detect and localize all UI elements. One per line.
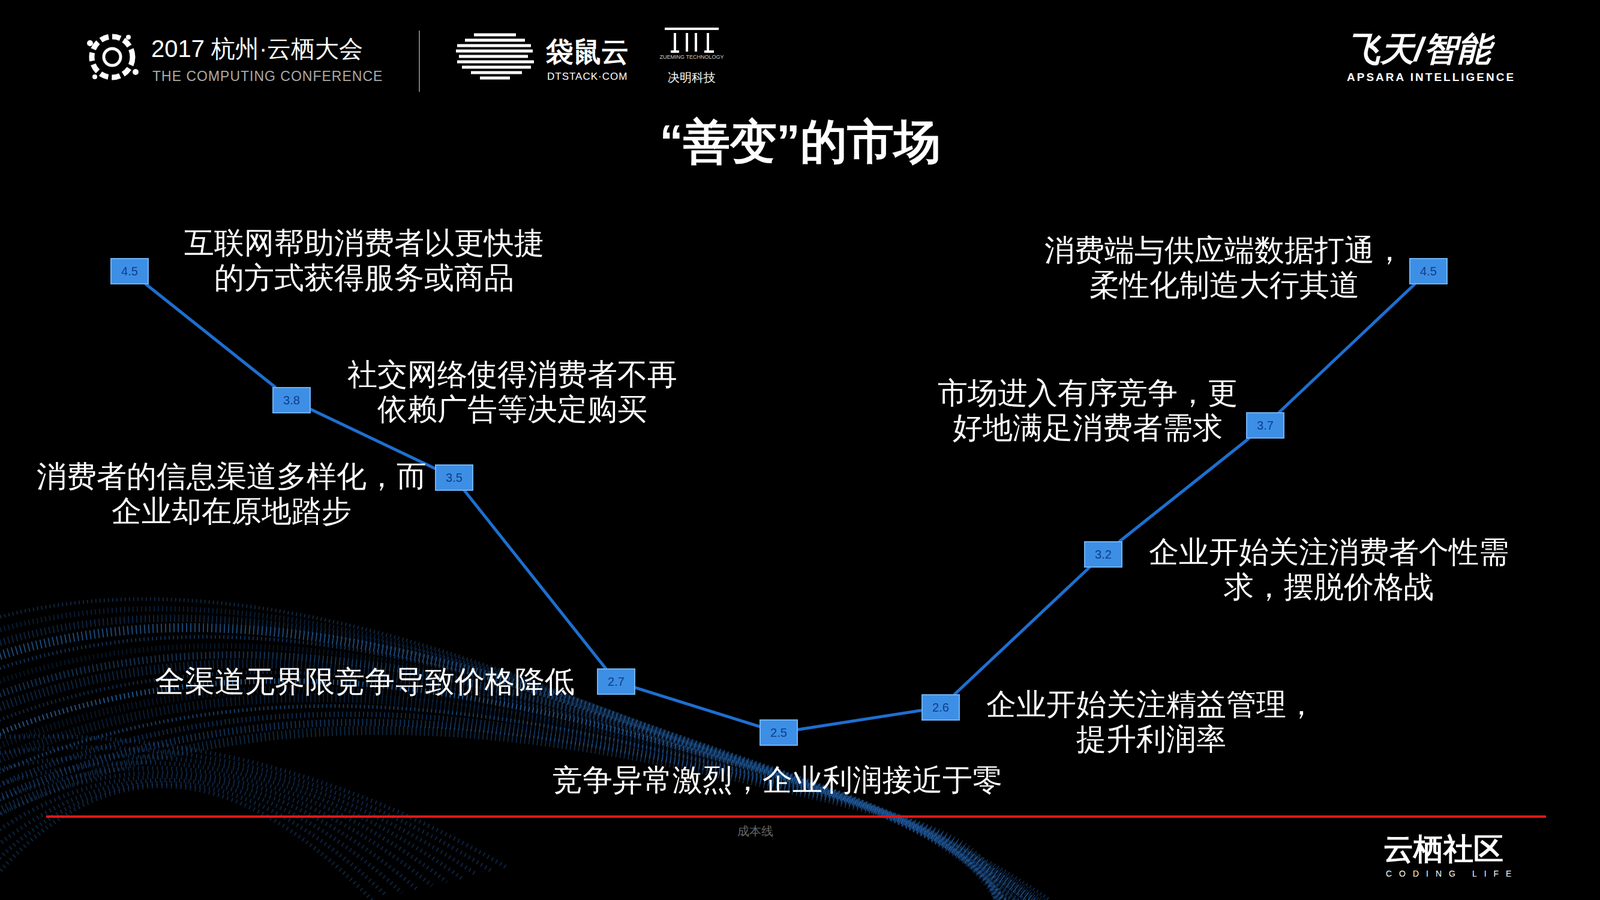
wave-stroke: [0, 776, 417, 890]
wave-stroke: [0, 645, 1035, 900]
value-square: 4.5: [110, 257, 149, 285]
trend-segment: [797, 710, 922, 730]
jueming-logo: [664, 28, 719, 52]
value-square: 2.6: [921, 694, 960, 721]
trend-segment: [635, 687, 760, 727]
value-number: 3.8: [283, 393, 300, 408]
trend-segment: [146, 284, 276, 387]
wave-stroke: [0, 636, 1038, 900]
wave-stroke: [0, 736, 507, 868]
trend-segment: [464, 490, 606, 669]
dtstack-logo: [455, 34, 534, 78]
logo-stripe: [461, 65, 531, 69]
logo-stripe: [464, 38, 525, 42]
value-number: 3.2: [1094, 547, 1112, 562]
logo-stripe: [479, 76, 510, 80]
slide-title: “善变”的市场: [0, 110, 1600, 174]
annotation: 社交网络使得消费者不再依赖广告等决定购买: [341, 356, 684, 427]
value-square: 3.7: [1246, 412, 1285, 439]
trend-curve: [954, 567, 1089, 695]
wave-stroke: [0, 713, 1011, 900]
annotation: 消费者的信息渠道多样化，而企业却在原地踏步: [30, 458, 433, 529]
value-square: 3.8: [272, 386, 311, 414]
wave-stroke: [0, 706, 1014, 900]
cost-line: [46, 815, 1547, 818]
logo-stripe: [458, 55, 528, 59]
separator: [418, 30, 420, 92]
logo-stripe: [457, 44, 531, 48]
brand-name: 袋鼠云: [545, 35, 629, 68]
value-number: 3.5: [445, 470, 463, 485]
wave-stroke: [0, 689, 1020, 900]
wave-stroke: [0, 598, 1050, 900]
annotation: 竞争异常激烈，企业利润接近于零: [552, 762, 1003, 798]
annotation: 互联网帮助消费者以更快捷的方式获得服务或商品: [178, 225, 551, 296]
logo-stripe: [455, 49, 533, 53]
brand-name: 飞天/智能: [1346, 29, 1491, 69]
wave-stroke: [0, 697, 1017, 900]
value-square: 3.5: [434, 464, 474, 491]
logo-stripe: [470, 71, 522, 75]
wave-stroke: [0, 730, 1005, 900]
wave-stroke: [0, 762, 462, 879]
wave-stroke: [0, 779, 402, 893]
community-name: 云栖社区: [1383, 831, 1504, 867]
annotation: 企业开始关注精益管理，提升利润率: [980, 686, 1323, 757]
annotation: 消费端与供应端数据打通，柔性化制造大行其道: [1038, 232, 1411, 303]
annotation: 市场进入有序竞争，更好地满足消费者需求: [931, 375, 1244, 446]
value-number: 3.7: [1256, 418, 1274, 433]
brand-name: 决明科技: [667, 70, 716, 85]
value-number: 2.5: [770, 725, 788, 740]
value-square: 4.5: [1409, 257, 1448, 285]
value-number: 4.5: [121, 264, 138, 279]
wave-stroke: [0, 672, 1026, 900]
value-number: 2.6: [932, 700, 950, 715]
trend-segment: [954, 567, 1089, 695]
wave-stroke: [0, 747, 492, 872]
wave-texture: [0, 598, 1050, 900]
event-title: 2017 杭州·云栖大会: [151, 34, 363, 63]
value-number: 2.7: [607, 674, 625, 689]
community-slogan: CODING LIFE: [1385, 868, 1519, 879]
event-subtitle: THE COMPUTING CONFERENCE: [152, 68, 383, 85]
brand-domain: DTSTACK·COM: [547, 70, 628, 83]
brand-subtitle: ZUEMING TECHNOLOGY: [659, 53, 725, 60]
trend-segment: [1279, 284, 1415, 413]
annotation: 全渠道无界限竞争导致价格降低: [154, 664, 575, 699]
trend-curve: [1279, 284, 1415, 413]
logo-stripe: [473, 33, 516, 37]
trend-segment: [1120, 438, 1250, 542]
value-square: 2.5: [759, 719, 798, 746]
annotation: 企业开始关注消费者个性需求，摆脱价格战: [1142, 534, 1515, 605]
cost-line-label: 成本线: [737, 824, 774, 839]
wave-stroke: [0, 617, 1044, 900]
conference-logo: [86, 34, 139, 80]
value-square: 3.2: [1084, 541, 1123, 568]
brand-subtitle: APSARA INTELLIGENCE: [1346, 70, 1516, 84]
trend-curve: [146, 284, 276, 387]
value-square: 2.7: [596, 668, 636, 695]
logo-stripe: [457, 60, 534, 64]
trend-curve: [1120, 438, 1250, 542]
wave-stroke: [0, 722, 1008, 900]
wave-stroke: [0, 663, 1029, 900]
trend-curve: [635, 687, 760, 727]
trend-curve: [464, 490, 606, 669]
trend-curve: [797, 710, 922, 730]
value-number: 4.5: [1420, 264, 1437, 279]
wave-stroke: [0, 627, 1041, 900]
wave-stroke: [0, 654, 1032, 900]
